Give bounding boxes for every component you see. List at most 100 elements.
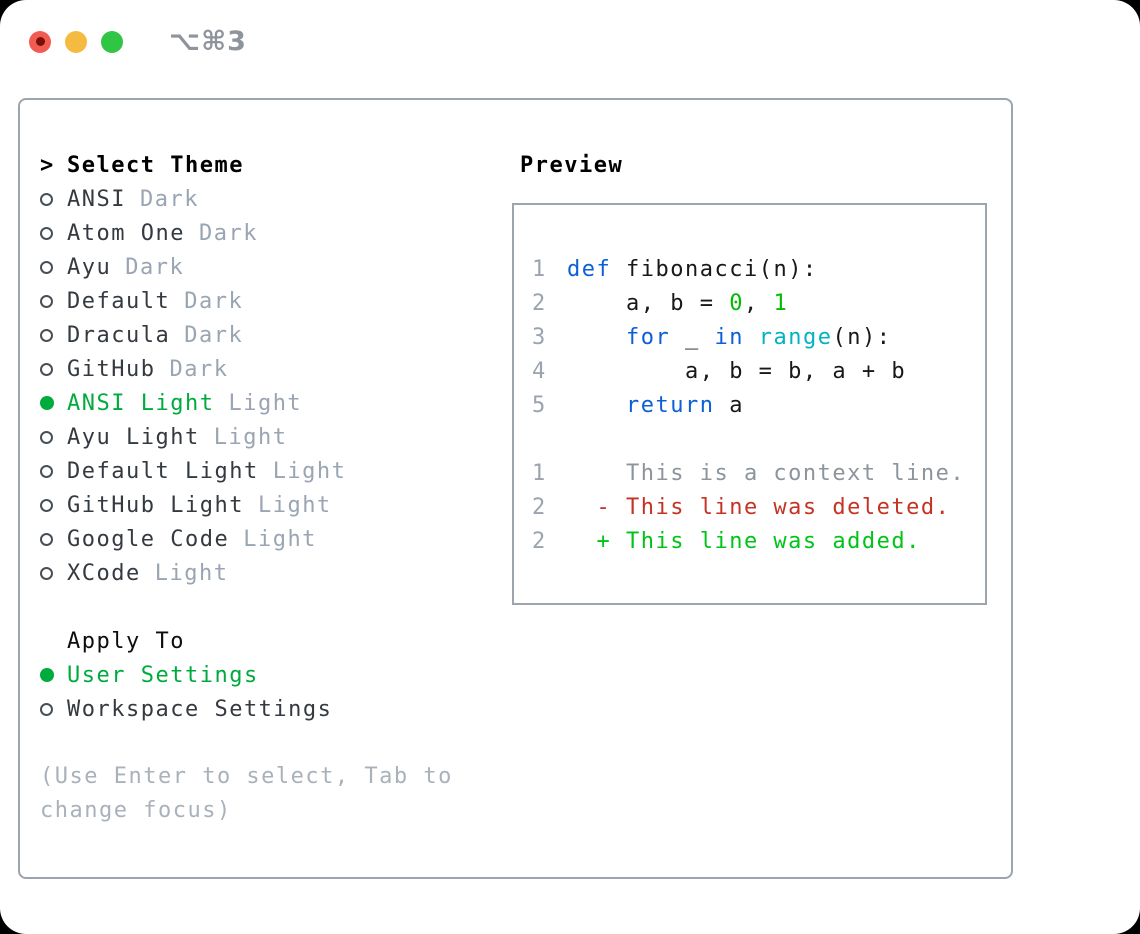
option-label: XCode [67, 560, 141, 586]
line-number: 2 [532, 495, 547, 520]
code-token-kw: in [714, 325, 744, 350]
code-text: for _ in range(n): [567, 321, 891, 355]
line-number: 3 [532, 325, 547, 350]
theme-option-google-code[interactable]: Google Code Light [40, 522, 490, 556]
apply-option-user-settings[interactable]: User Settings [40, 658, 490, 692]
code-text: a, b = b, a + b [567, 355, 906, 389]
minimize-button[interactable] [65, 30, 87, 53]
theme-variant-tag: Light [228, 390, 303, 416]
code-token-plain: _ [670, 325, 715, 350]
window-controls: ⌥⌘3 [29, 26, 247, 57]
theme-option-default-light[interactable]: Default Light Light [40, 454, 490, 488]
radio-icon [40, 430, 67, 444]
option-label: Ayu Light [67, 424, 200, 450]
option-label: User Settings [67, 662, 259, 688]
theme-option-default[interactable]: Default Dark [40, 284, 490, 318]
code-token-num: 0 [729, 291, 744, 316]
theme-option-atom-one[interactable]: Atom One Dark [40, 216, 490, 250]
code-text: a, b = 0, 1 [567, 287, 788, 321]
code-token-plain: (n): [832, 325, 892, 350]
option-label: Atom One [67, 220, 185, 246]
theme-variant-tag: Dark [125, 254, 185, 280]
option-label: Google Code [67, 526, 230, 552]
radio-icon [40, 532, 67, 546]
code-token-plain: , [743, 291, 774, 316]
select-theme-title: Select Theme [67, 152, 244, 178]
option-label: Default Light [67, 458, 259, 484]
theme-variant-tag: Light [272, 458, 347, 484]
code-token-plain: a, b = [567, 291, 730, 316]
spacer [40, 726, 490, 760]
code-token-add: + This line was added. [567, 529, 921, 554]
theme-option-github-light[interactable]: GitHub Light Light [40, 488, 490, 522]
apply-option-workspace-settings[interactable]: Workspace Settings [40, 692, 490, 726]
code-text: + This line was added. [567, 525, 921, 559]
radio-icon [40, 294, 67, 308]
line-number: 1 [532, 257, 547, 282]
code-line: 2 + This line was added. [532, 525, 985, 559]
option-label: ANSI Light [67, 390, 215, 416]
option-label: Workspace Settings [67, 696, 333, 722]
theme-variant-tag: Dark [139, 186, 199, 212]
focus-cursor-icon: > [40, 152, 55, 178]
code-token-plain: a, b = b, a + b [567, 359, 907, 384]
radio-selected-icon [40, 396, 67, 410]
code-token-plain [567, 393, 626, 418]
theme-variant-tag: Light [243, 526, 317, 552]
code-token-del: - This line was deleted. [567, 495, 951, 520]
option-label: Default [67, 288, 171, 314]
theme-variant-tag: Dark [198, 220, 258, 246]
code-line: 1 def fibonacci(n): [532, 253, 985, 287]
code-token-plain [567, 325, 626, 350]
radio-icon [40, 464, 67, 478]
option-label: GitHub Light [67, 492, 244, 518]
select-theme-header: > Select Theme [40, 148, 490, 182]
radio-icon [40, 566, 67, 580]
line-number: 4 [532, 359, 547, 384]
close-dot-icon [35, 37, 45, 46]
line-number: 1 [532, 461, 547, 486]
zoom-button[interactable] [101, 30, 123, 53]
radio-icon [40, 328, 67, 342]
option-label: Dracula [67, 322, 171, 348]
code-line [532, 423, 985, 457]
code-line: 5 return a [532, 389, 985, 423]
code-token-ctx: This is a context line. [567, 461, 966, 486]
theme-variant-tag: Dark [184, 288, 244, 314]
code-token-kw: for [625, 325, 671, 350]
theme-option-ayu-light[interactable]: Ayu Light Light [40, 420, 490, 454]
close-button[interactable] [29, 30, 51, 53]
radio-icon [40, 226, 67, 240]
code-text: def fibonacci(n): [567, 253, 818, 287]
code-text: return a [567, 389, 744, 423]
theme-option-xcode[interactable]: XCode Light [40, 556, 490, 590]
radio-icon [40, 192, 67, 206]
code-token-plain: a [714, 393, 744, 418]
code-line: 2 - This line was deleted. [532, 491, 985, 525]
theme-variant-tag: Light [213, 424, 288, 450]
spacer [40, 590, 490, 624]
apply-to-header: Apply To [40, 624, 490, 658]
theme-variant-tag: Light [154, 560, 229, 586]
theme-option-ansi-light[interactable]: ANSI Light Light [40, 386, 490, 420]
line-number [532, 423, 567, 457]
code-text: - This line was deleted. [567, 491, 950, 525]
code-line: 2 a, b = 0, 1 [532, 287, 985, 321]
code-token-kw: return [625, 393, 715, 418]
radio-icon [40, 260, 67, 274]
line-number: 2 [532, 291, 547, 316]
code-token-plain: fibonacci(n): [611, 257, 818, 282]
hint-text: (Use Enter to select, Tab to change focu… [40, 764, 453, 823]
theme-variant-tag: Light [257, 492, 332, 518]
radio-icon [40, 498, 67, 512]
